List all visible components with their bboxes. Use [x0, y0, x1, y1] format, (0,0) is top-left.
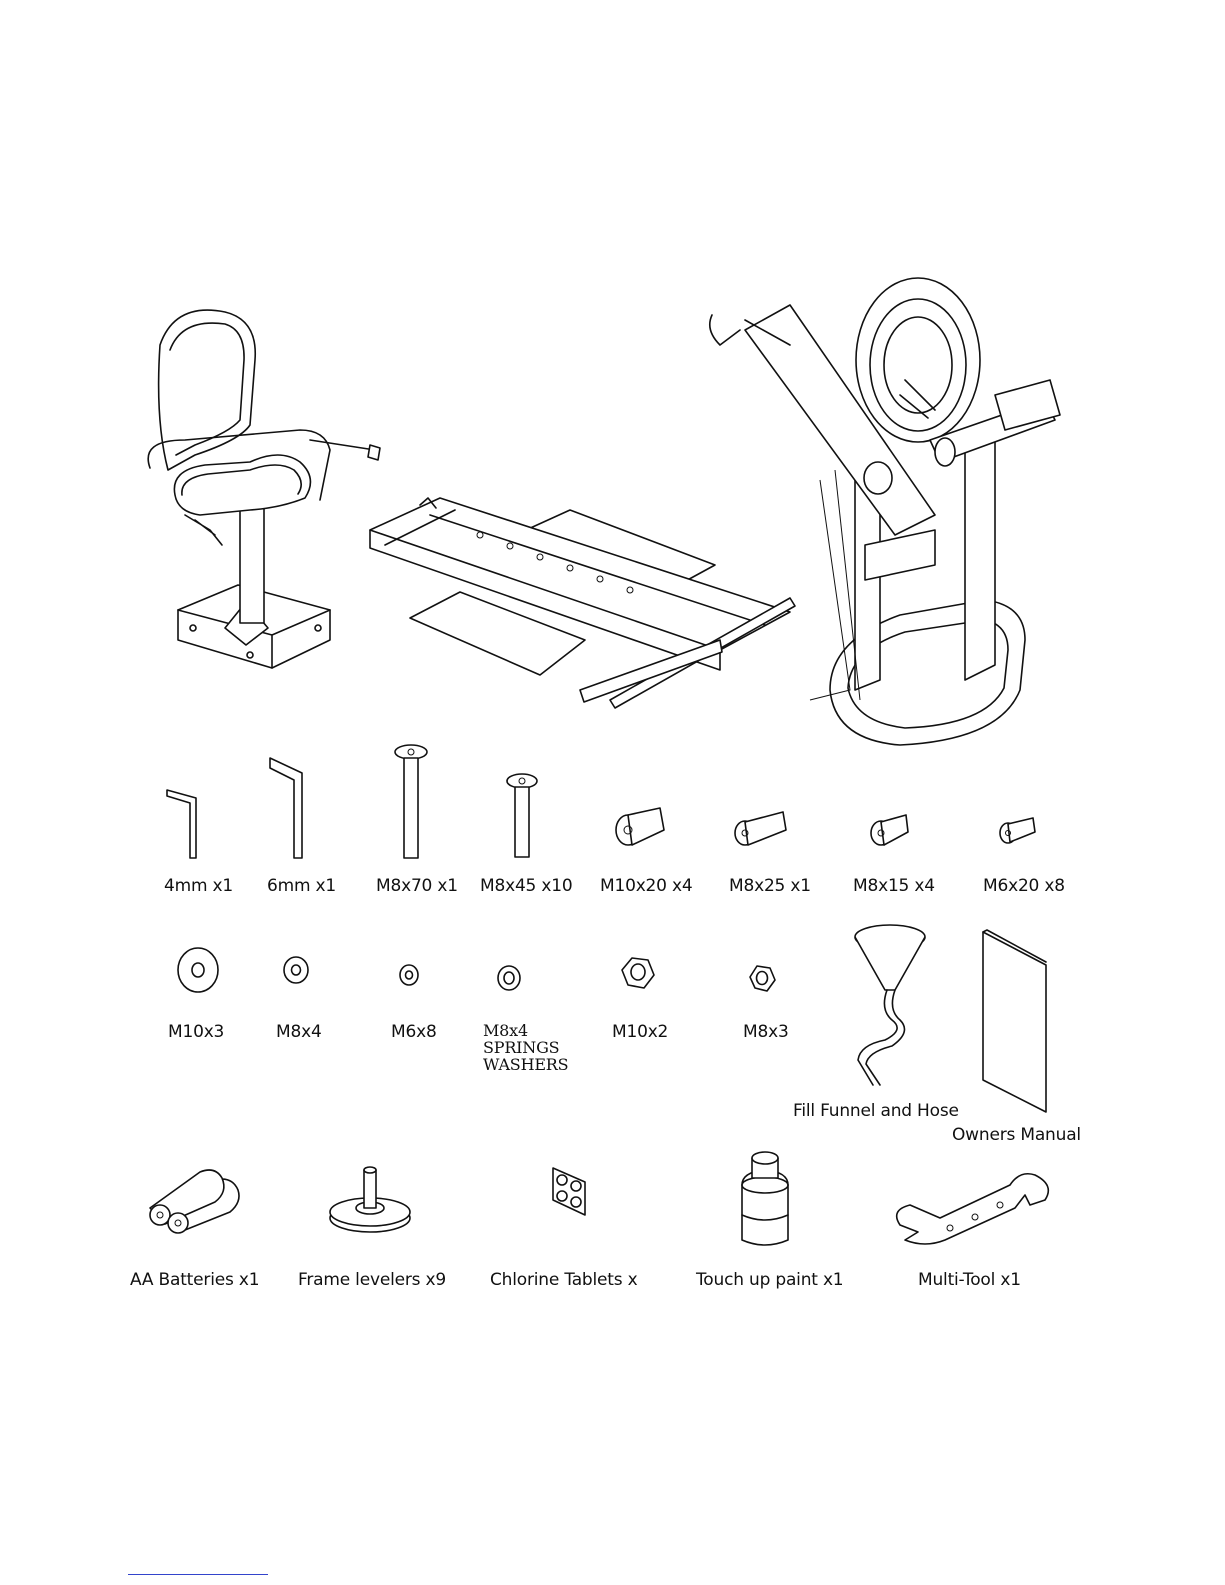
accessory-label-chlorine-tablets: Chlorine Tablets x	[490, 1270, 648, 1290]
nut-m10	[622, 958, 654, 988]
hardware-label-m8x45: M8x45 x10	[480, 876, 572, 896]
hex-key-6mm	[270, 758, 302, 858]
hardware-label-m8x25: M8x25 x1	[729, 876, 811, 896]
hardware-label-m10-nut: M10x2	[612, 1022, 668, 1042]
accessory-label-fill-funnel: Fill Funnel and Hose	[793, 1101, 959, 1121]
hardware-label-6mm: 6mm x1	[267, 876, 336, 896]
bolt-m8x25	[735, 812, 786, 845]
washer-m6	[400, 965, 418, 985]
bolt-m8x70	[395, 745, 427, 858]
frame-leveler	[330, 1167, 410, 1232]
seat-assembly-drawing	[148, 310, 380, 668]
hardware-label-m10-washer: M10x3	[168, 1022, 224, 1042]
hex-key-4mm	[167, 790, 196, 858]
aa-batteries	[150, 1170, 239, 1233]
accessory-label-multi-tool: Multi-Tool x1	[918, 1270, 1021, 1290]
hardware-label-m10x20: M10x20 x4	[600, 876, 692, 896]
nut-m8	[750, 966, 775, 991]
hardware-label-spring-washers: M8x4 SPRINGS WASHERS	[483, 1022, 568, 1073]
spring-washers-line-1: M8x4	[483, 1022, 568, 1039]
spring-washers-line-2: SPRINGS	[483, 1039, 568, 1056]
base-rail-assembly-drawing	[370, 498, 795, 708]
fill-funnel-and-hose	[855, 925, 925, 1085]
flywheel-frame-assembly-drawing	[710, 278, 1060, 745]
washer-m10	[178, 948, 218, 992]
owners-manual	[983, 930, 1046, 1112]
spring-washers-line-3: WASHERS	[483, 1056, 568, 1073]
accessory-label-aa-batteries: AA Batteries x1	[130, 1270, 259, 1290]
washer-m8	[284, 957, 308, 983]
footer-rule	[128, 1574, 268, 1575]
hardware-label-m8-washer: M8x4	[276, 1022, 322, 1042]
hardware-label-m8x70: M8x70 x1	[376, 876, 458, 896]
hardware-label-m8-nut: M8x3	[743, 1022, 789, 1042]
bolt-m8x45	[507, 774, 537, 857]
hardware-label-m8x15: M8x15 x4	[853, 876, 935, 896]
hardware-label-m6x20: M6x20 x8	[983, 876, 1065, 896]
spring-washer-m8	[498, 966, 520, 990]
bolt-m10x20	[616, 808, 664, 845]
accessory-label-frame-levelers: Frame levelers x9	[298, 1270, 446, 1290]
multi-tool	[897, 1174, 1049, 1244]
hardware-label-m6-washer: M6x8	[391, 1022, 437, 1042]
accessory-label-touch-up-paint: Touch up paint x1	[696, 1270, 843, 1290]
chlorine-tablets	[553, 1168, 585, 1215]
bolt-m6x20	[1000, 818, 1035, 843]
touch-up-paint	[742, 1152, 788, 1245]
hardware-label-4mm: 4mm x1	[164, 876, 233, 896]
bolt-m8x15	[871, 815, 908, 845]
accessory-label-owners-manual: Owners Manual	[952, 1125, 1081, 1145]
